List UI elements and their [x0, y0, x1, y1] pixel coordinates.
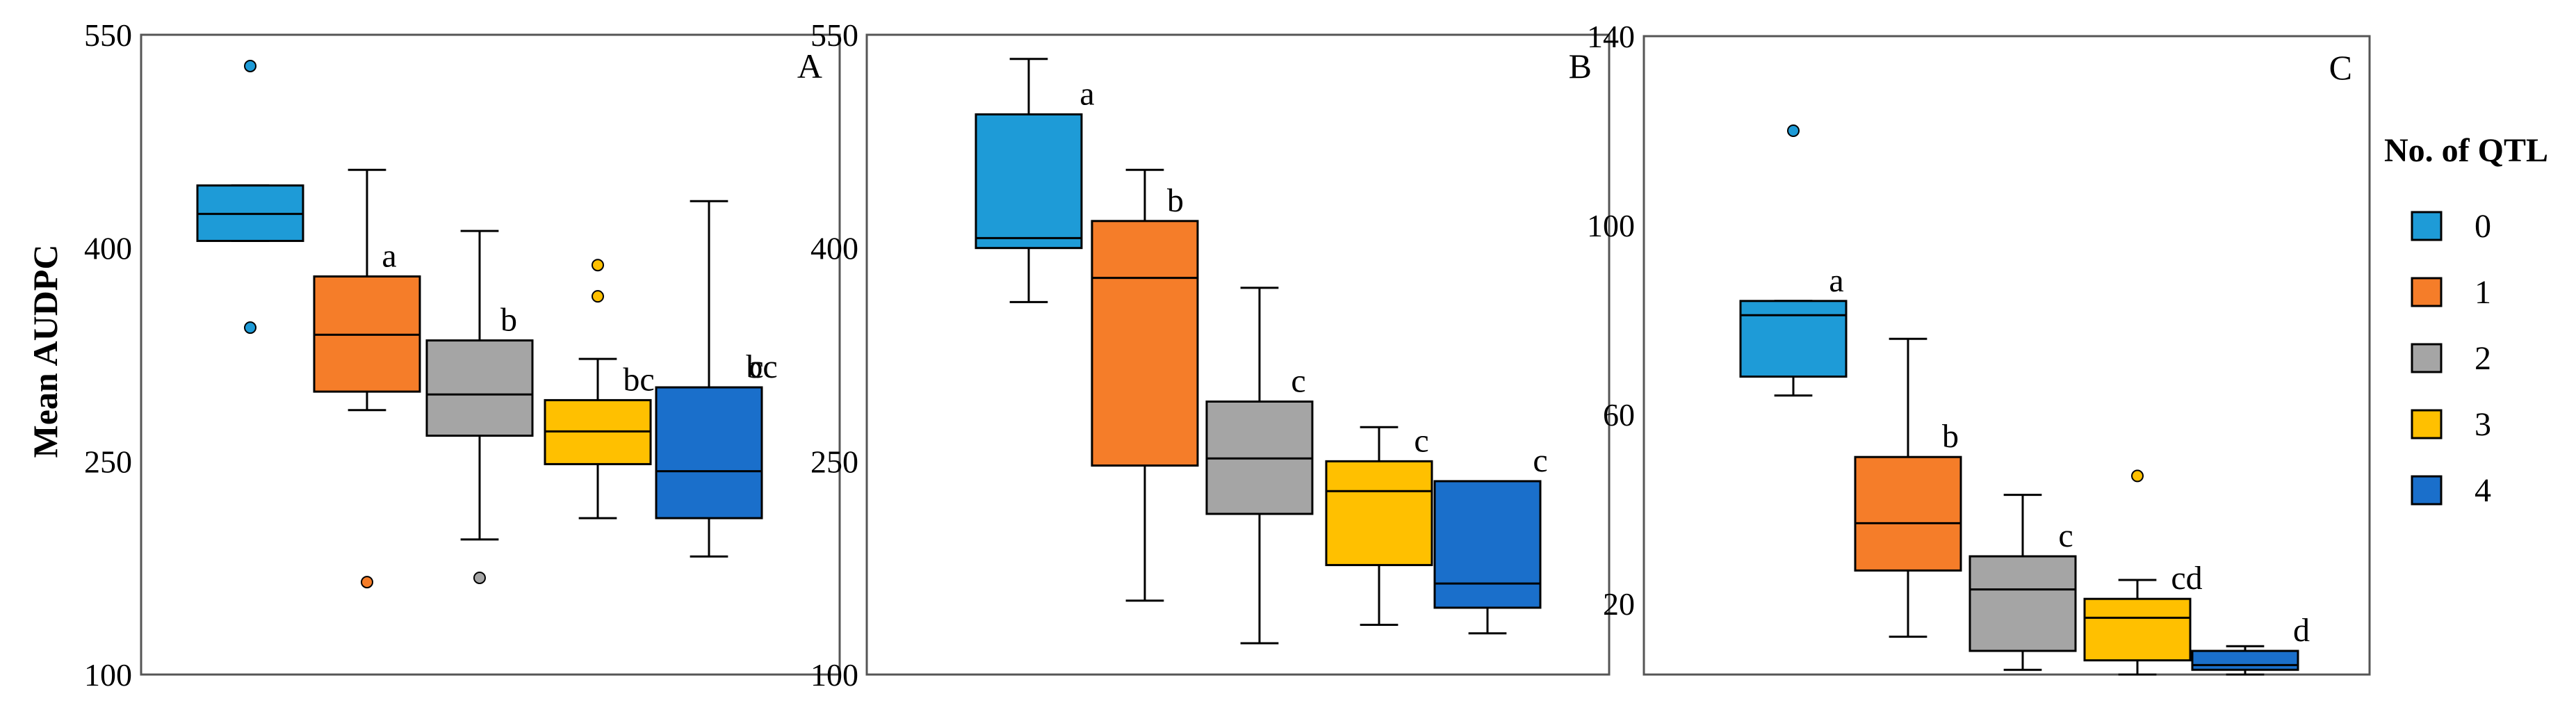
box-group-1: a — [313, 168, 421, 589]
significance-letter: cd — [2171, 560, 2202, 597]
legend-swatch — [2411, 343, 2443, 373]
y-tick-label: 400 — [810, 231, 858, 266]
box — [1325, 460, 1433, 567]
significance-letter: a — [1079, 75, 1094, 112]
y-tick-label: 550 — [84, 17, 132, 53]
significance-letter: c — [1291, 362, 1305, 399]
box-group-3: cd — [2083, 469, 2203, 676]
y-tick-label: 250 — [84, 444, 132, 479]
y-tick-label: 550 — [810, 17, 858, 53]
outlier-point — [592, 290, 604, 303]
box — [1433, 480, 1542, 609]
box-group-3: c — [1325, 422, 1433, 626]
panel-label: C — [2329, 48, 2352, 87]
box-group-4: bc — [655, 200, 778, 558]
box — [975, 113, 1083, 250]
y-tick-label: 400 — [84, 231, 132, 266]
y-tick-label: 20 — [1603, 586, 1635, 622]
significance-letter: b — [1167, 182, 1184, 219]
box-group-1: b — [1854, 337, 1962, 638]
plot-frame — [1642, 35, 2371, 676]
outlier-point — [473, 571, 486, 584]
significance-letter: b — [500, 302, 517, 339]
significance-letter: d — [2293, 612, 2310, 649]
box-group-4: d — [2191, 612, 2310, 676]
significance-letter: bc — [623, 361, 654, 398]
box — [1739, 300, 1848, 378]
outlier-point — [244, 59, 256, 72]
y-tick-label: 60 — [1603, 397, 1635, 433]
y-axis-label: Mean AUDPC — [26, 245, 65, 458]
significance-letter: c — [749, 348, 763, 385]
outlier-point — [592, 259, 604, 272]
legend-swatch — [2411, 277, 2443, 307]
y-tick-label: 100 — [810, 657, 858, 693]
panel-label: B — [1569, 47, 1592, 86]
box — [1854, 455, 1962, 572]
box-group-2: c — [1968, 494, 2077, 671]
significance-letter: c — [2058, 517, 2073, 554]
significance-letter: a — [1829, 262, 1843, 299]
legend-swatch — [2411, 475, 2443, 506]
legend-item-label: 0 — [2475, 208, 2491, 245]
box-group-0: a — [975, 58, 1095, 303]
outlier-point — [1787, 124, 1800, 137]
legend-swatch — [2411, 409, 2443, 439]
outlier-point — [244, 321, 256, 334]
significance-letter: bc — [746, 348, 777, 385]
legend-item-label: 4 — [2475, 472, 2491, 509]
legend-item-label: 3 — [2475, 406, 2491, 443]
plot-frame — [865, 33, 1611, 676]
outlier-point — [2131, 469, 2144, 483]
legend: No. of QTL 0 1 2 3 4 — [2384, 132, 2548, 509]
box-group-2: b — [425, 229, 534, 584]
box — [2083, 597, 2192, 662]
box-group-3: bc — [544, 259, 655, 519]
legend-title: No. of QTL — [2384, 132, 2548, 169]
panel-label: A — [797, 47, 822, 86]
significance-letter: a — [382, 238, 396, 275]
legend-swatch — [2411, 211, 2443, 241]
box-group-0: a — [1739, 124, 1848, 397]
box — [2191, 650, 2299, 671]
box-group-4: c — [1433, 442, 1548, 635]
y-tick-label: 100 — [1587, 208, 1635, 243]
significance-letter: c — [1533, 442, 1547, 479]
box-group-2: c — [1205, 287, 1314, 645]
box — [1091, 220, 1199, 467]
significance-letter: c — [1414, 422, 1428, 459]
legend-item-label: 2 — [2475, 340, 2491, 377]
box — [425, 339, 534, 437]
box — [1968, 555, 2077, 652]
box-group-1: b — [1091, 168, 1199, 602]
plot-frame — [140, 33, 841, 676]
box — [655, 386, 763, 519]
significance-letter: b — [1942, 418, 1959, 455]
legend-item-label: 1 — [2475, 274, 2491, 311]
outlier-point — [361, 576, 373, 589]
box-group-0 — [196, 59, 304, 334]
y-tick-label: 140 — [1587, 19, 1635, 54]
y-tick-label: 250 — [810, 444, 858, 479]
y-tick-label: 100 — [84, 657, 132, 693]
